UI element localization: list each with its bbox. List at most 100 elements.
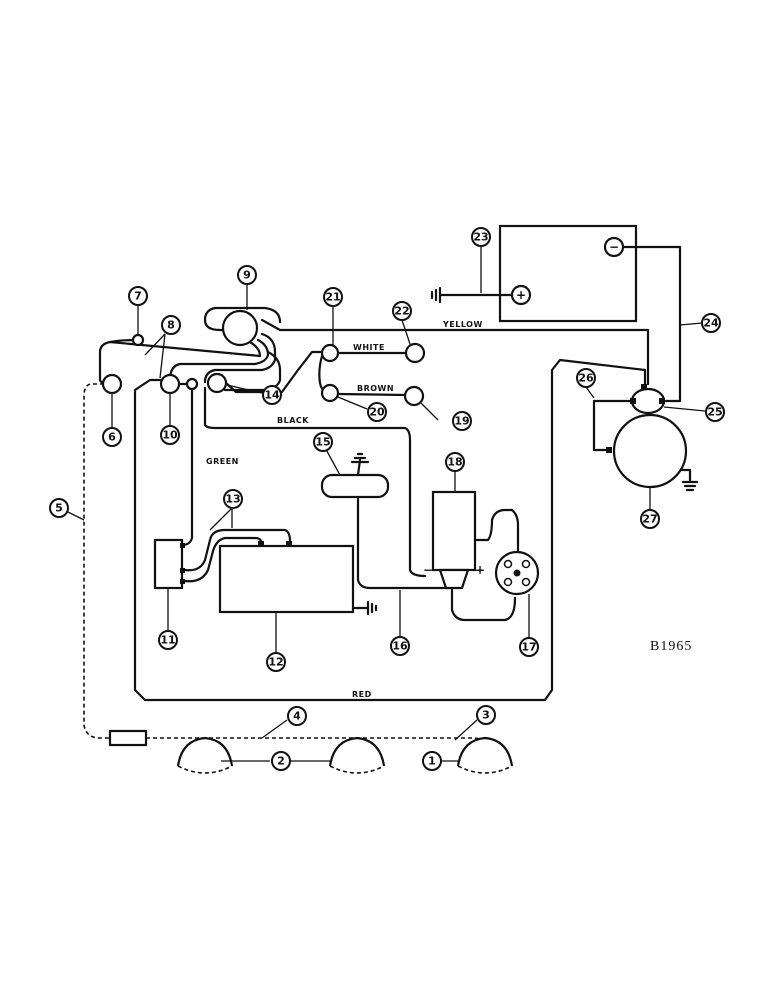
ignition-coil-18: − + — [423, 490, 485, 590]
callout-23: 23 — [471, 227, 491, 247]
svg-text:27: 27 — [642, 513, 657, 526]
callout-26: 26 — [576, 368, 596, 388]
connector-6 — [101, 373, 123, 395]
wire-yellow — [260, 318, 650, 386]
callout-19: 19 — [452, 411, 472, 431]
wire-green — [180, 387, 194, 547]
svg-text:11: 11 — [160, 634, 175, 647]
wire-5-dashed — [83, 383, 110, 739]
svg-text:5: 5 — [55, 502, 63, 515]
coil-to-distributor — [473, 508, 520, 554]
connector-14 — [206, 372, 228, 394]
svg-text:16: 16 — [392, 640, 408, 653]
callout-7: 7 — [128, 286, 148, 306]
callouts: 1 2 3 4 5 6 7 8 9 10 11 12 13 14 15 16 1… — [49, 227, 725, 771]
battery-positive-terminal: + — [516, 288, 526, 302]
svg-text:2: 2 — [277, 755, 285, 768]
svg-text:18: 18 — [447, 456, 462, 469]
headlamp-right — [328, 736, 386, 767]
wire-label-black: BLACK — [277, 416, 309, 425]
callout-17: 17 — [519, 637, 539, 657]
wire-brown — [336, 392, 407, 397]
wire-14-21 — [224, 350, 325, 394]
coil-secondary — [450, 586, 517, 622]
callout-22: 22 — [392, 301, 412, 321]
svg-text:17: 17 — [521, 641, 536, 654]
svg-text:19: 19 — [454, 415, 469, 428]
svg-text:3: 3 — [482, 709, 490, 722]
cutout-15 — [320, 452, 390, 499]
svg-text:1: 1 — [428, 755, 436, 768]
switch-20 — [320, 383, 340, 403]
wire-red — [133, 358, 647, 702]
callout-20: 20 — [367, 402, 387, 422]
headlamp-left — [176, 736, 234, 767]
callout-8: 8 — [161, 315, 181, 335]
wire-label-yellow: YELLOW — [442, 320, 483, 329]
svg-text:4: 4 — [293, 710, 301, 723]
starting-motor — [606, 384, 699, 492]
svg-text:23: 23 — [473, 231, 488, 244]
svg-text:14: 14 — [264, 389, 280, 402]
callout-10: 10 — [160, 425, 180, 445]
wire-16 — [356, 495, 452, 590]
ammeter-11 — [153, 538, 185, 590]
tail-lamp-assembly — [108, 729, 148, 747]
switch-9 — [203, 306, 282, 347]
callout-9: 9 — [237, 265, 257, 285]
svg-text:25: 25 — [707, 406, 722, 419]
svg-text:9: 9 — [243, 269, 251, 282]
svg-text:26: 26 — [578, 372, 594, 385]
callout-3: 3 — [476, 705, 496, 725]
wire-13b — [183, 536, 263, 583]
bundle-b — [168, 338, 270, 382]
callout-18: 18 — [445, 452, 465, 472]
light-switch-7 — [131, 333, 145, 347]
wire-black — [203, 386, 427, 578]
callout-4: 4 — [287, 706, 307, 726]
starter-switch-wire — [592, 399, 632, 452]
callout-13: 13 — [223, 489, 243, 509]
rear-lamp — [456, 736, 514, 767]
wire-label-red: RED — [352, 690, 372, 699]
svg-text:6: 6 — [108, 431, 116, 444]
callout-6: 6 — [102, 427, 122, 447]
svg-text:12: 12 — [268, 656, 283, 669]
bundle-a — [203, 332, 277, 384]
wire-label-green: GREEN — [206, 457, 239, 466]
callout-16: 16 — [390, 636, 410, 656]
callout-15: 15 — [313, 432, 333, 452]
svg-text:8: 8 — [167, 319, 175, 332]
svg-text:22: 22 — [394, 305, 409, 318]
callout-14: 14 — [262, 385, 282, 405]
coil-positive: + — [475, 563, 485, 577]
callout-1: 1 — [422, 751, 442, 771]
svg-text:20: 20 — [369, 406, 385, 419]
coil-negative: − — [423, 563, 433, 577]
lamp-22 — [404, 342, 426, 364]
callout-12: 12 — [266, 652, 286, 672]
battery-ground — [430, 286, 514, 304]
svg-text:7: 7 — [134, 290, 142, 303]
callout-21: 21 — [323, 287, 343, 307]
leader-lines — [67, 246, 706, 762]
reference-code: B1965 — [650, 639, 692, 654]
svg-text:21: 21 — [325, 291, 340, 304]
callout-5: 5 — [49, 498, 69, 518]
distributor-17 — [494, 550, 540, 596]
callout-11: 11 — [158, 630, 178, 650]
switch-21 — [320, 343, 340, 363]
svg-text:15: 15 — [315, 436, 330, 449]
svg-text:24: 24 — [703, 317, 719, 330]
connector-10b — [185, 377, 199, 391]
callout-24: 24 — [701, 313, 721, 333]
wire-label-white: WHITE — [353, 343, 385, 352]
callout-25: 25 — [705, 402, 725, 422]
battery-negative-terminal: − — [609, 240, 619, 254]
svg-text:10: 10 — [162, 429, 178, 442]
instrument-panel-12 — [218, 541, 378, 616]
wire-13a — [183, 528, 292, 572]
battery: − + — [498, 224, 638, 323]
callout-2: 2 — [271, 751, 291, 771]
